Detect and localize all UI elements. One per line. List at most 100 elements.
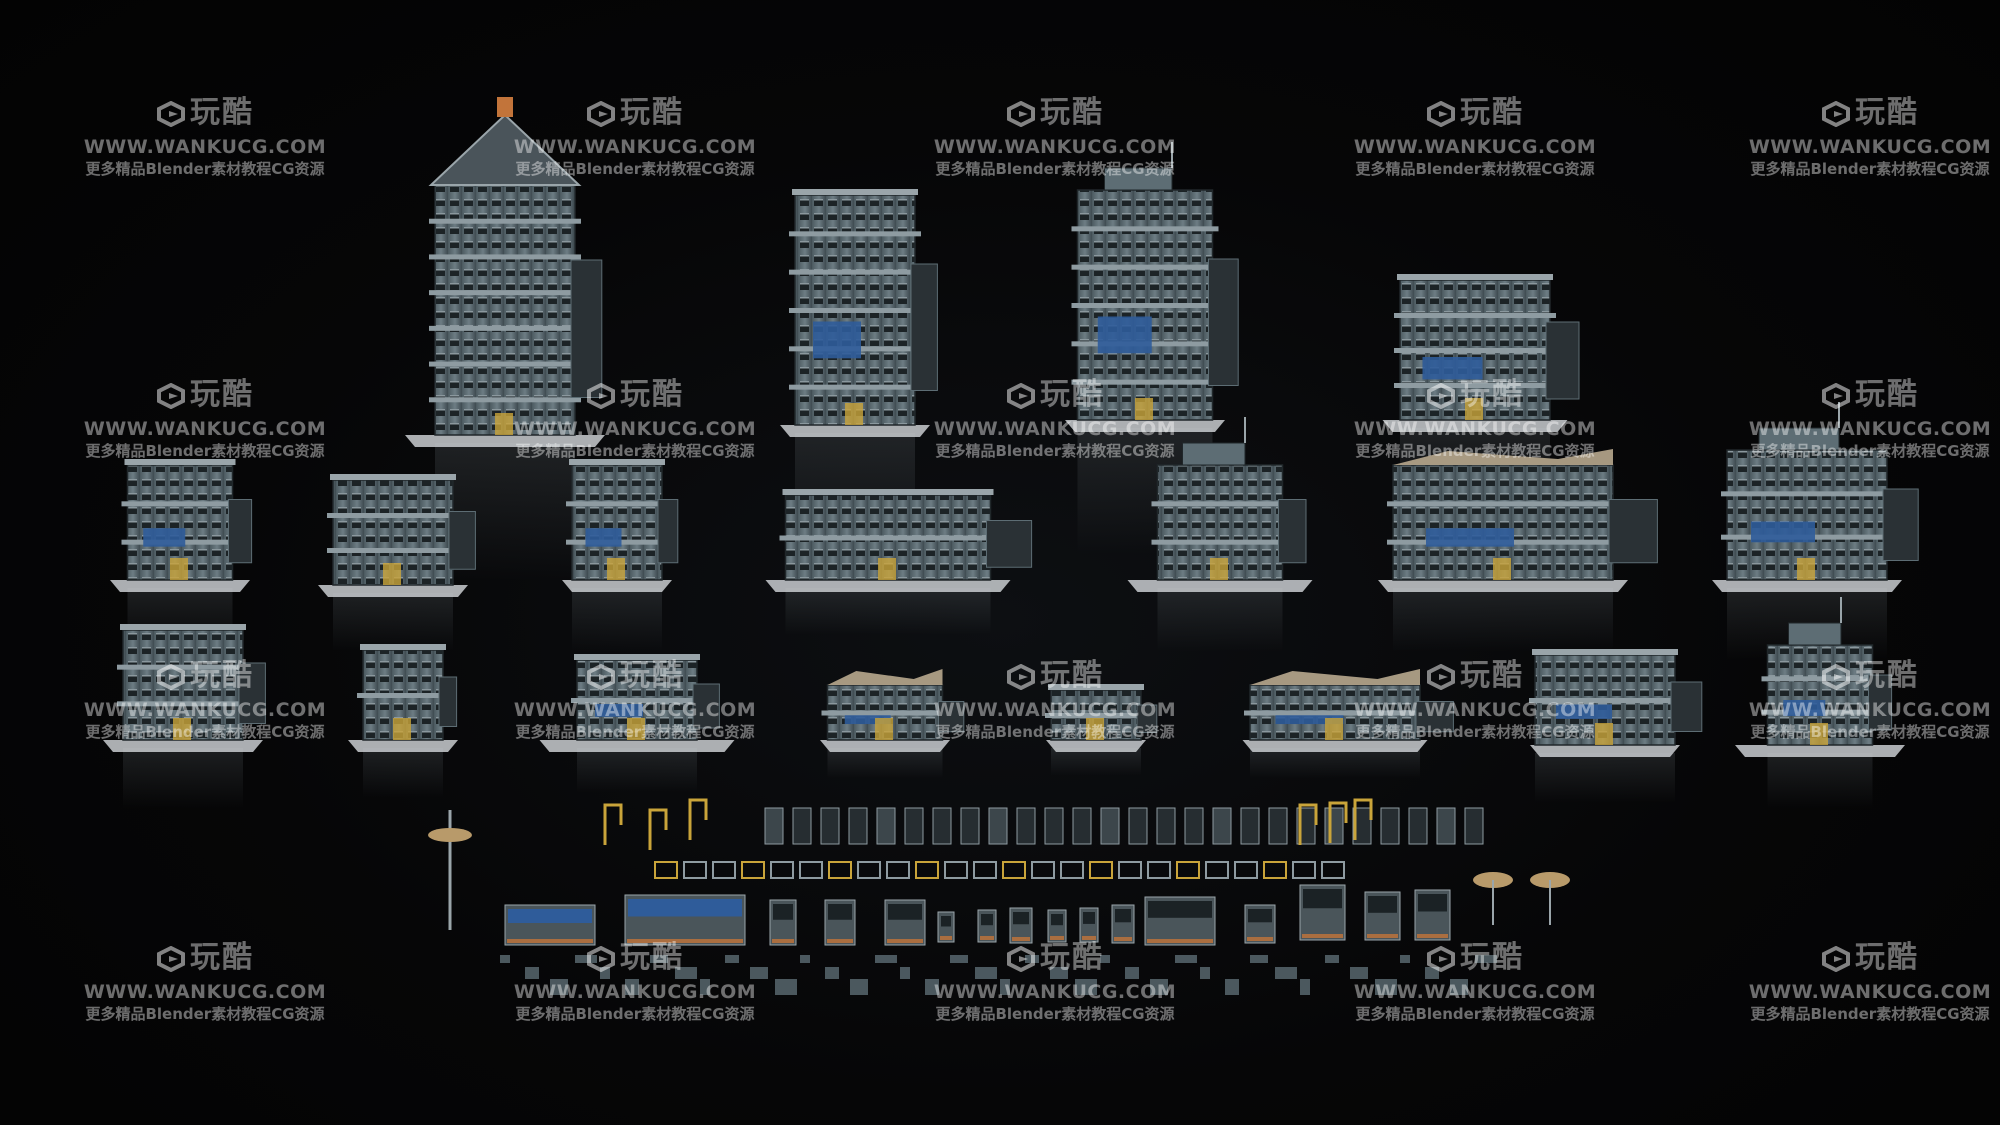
window-frame	[828, 861, 852, 879]
door-accent	[627, 718, 645, 740]
kiosk-trim	[1367, 934, 1398, 938]
small-prop	[1200, 967, 1210, 979]
small-prop	[800, 955, 810, 963]
door-panel	[764, 807, 784, 845]
kiosk-prop	[1047, 909, 1067, 943]
door-panel	[932, 807, 952, 845]
door-panel	[1044, 807, 1064, 845]
door-panel	[792, 807, 812, 845]
small-prop	[850, 979, 868, 995]
kiosk-screen	[1368, 896, 1397, 913]
door-accent	[383, 563, 401, 585]
building-model	[539, 654, 735, 792]
kiosk-prop	[977, 909, 997, 943]
kiosk-prop	[1414, 889, 1451, 941]
kiosk-screen	[1418, 894, 1447, 912]
window-frame	[770, 861, 794, 879]
window-frame	[1118, 861, 1142, 879]
floor-ledge	[429, 290, 581, 296]
small-prop	[1325, 955, 1339, 963]
blue-tarp	[844, 715, 891, 725]
door-accent	[1595, 723, 1613, 745]
side-annex	[228, 499, 253, 564]
door-accent	[1493, 558, 1511, 580]
kiosk-trim	[1050, 936, 1064, 940]
door-accent	[875, 718, 893, 740]
door-panel	[960, 807, 980, 845]
small-prop	[1375, 979, 1397, 995]
kiosk-prop	[504, 904, 596, 946]
roof-box	[1758, 427, 1840, 451]
side-annex	[238, 662, 266, 724]
small-prop	[975, 967, 997, 979]
building-model	[1712, 402, 1919, 660]
door-accent	[1810, 723, 1828, 745]
roof-box	[1182, 442, 1246, 466]
building-model	[1242, 669, 1454, 779]
building-model	[1045, 684, 1158, 776]
building-reflection	[333, 593, 453, 651]
base-platform	[1065, 420, 1225, 432]
small-prop	[1100, 955, 1110, 963]
kiosk-prop	[884, 899, 926, 946]
kiosk-trim	[1012, 937, 1030, 941]
small-prop	[1225, 979, 1239, 995]
building-reflection	[572, 588, 662, 652]
building-model	[820, 669, 965, 779]
small-prop	[925, 979, 939, 995]
floor-ledge	[1721, 491, 1893, 497]
kiosk-screen	[1303, 889, 1342, 909]
kiosk-prop	[1364, 891, 1401, 941]
small-prop	[600, 967, 610, 979]
floor-ledge	[429, 325, 581, 331]
roof-flat	[574, 654, 700, 660]
side-annex	[1136, 704, 1158, 733]
small-prop	[1000, 979, 1010, 995]
window-frame	[1292, 861, 1316, 879]
kiosk-screen	[981, 914, 993, 926]
kiosk-screen	[628, 899, 742, 917]
side-annex	[1868, 674, 1893, 731]
floor-ledge	[789, 384, 921, 390]
pipe-fixture	[648, 808, 668, 850]
window-frame	[1176, 861, 1200, 879]
door-panel	[988, 807, 1008, 845]
small-prop	[950, 955, 968, 963]
pipe-fixture	[688, 798, 708, 840]
window-frame	[1263, 861, 1287, 879]
kiosk-screen	[773, 904, 793, 920]
small-prop	[500, 955, 510, 963]
kiosk-screen	[1051, 914, 1063, 926]
window-frame	[1234, 861, 1258, 879]
floor-ledge	[1071, 379, 1219, 385]
floor-ledge	[327, 548, 459, 553]
door-accent	[607, 558, 625, 580]
door-panel	[1408, 807, 1428, 845]
side-annex	[986, 520, 1033, 568]
roof-flat	[330, 474, 456, 480]
floor-ledge	[1244, 710, 1426, 716]
floor-ledge	[821, 710, 949, 716]
kiosk-screen	[828, 904, 852, 920]
small-prop	[1300, 979, 1310, 995]
blue-tarp	[595, 704, 643, 717]
small-prop	[650, 955, 668, 963]
floor-ledge	[1394, 348, 1556, 353]
base-platform	[1735, 745, 1905, 757]
kiosk-trim	[1082, 936, 1096, 940]
small-prop	[1450, 979, 1468, 995]
kiosk-prop	[1111, 904, 1135, 944]
small-prop	[1175, 955, 1197, 963]
base-platform	[405, 435, 605, 447]
roof-flat	[569, 459, 665, 465]
building-model	[1378, 449, 1658, 652]
side-annex	[1882, 488, 1919, 561]
small-prop	[1050, 967, 1068, 979]
kiosk-screen	[1013, 912, 1029, 925]
kiosk-trim	[940, 936, 952, 940]
building-model	[405, 97, 605, 581]
kiosk-screen	[888, 904, 922, 920]
small-prop	[775, 979, 797, 995]
kiosk-prop	[1144, 896, 1216, 946]
